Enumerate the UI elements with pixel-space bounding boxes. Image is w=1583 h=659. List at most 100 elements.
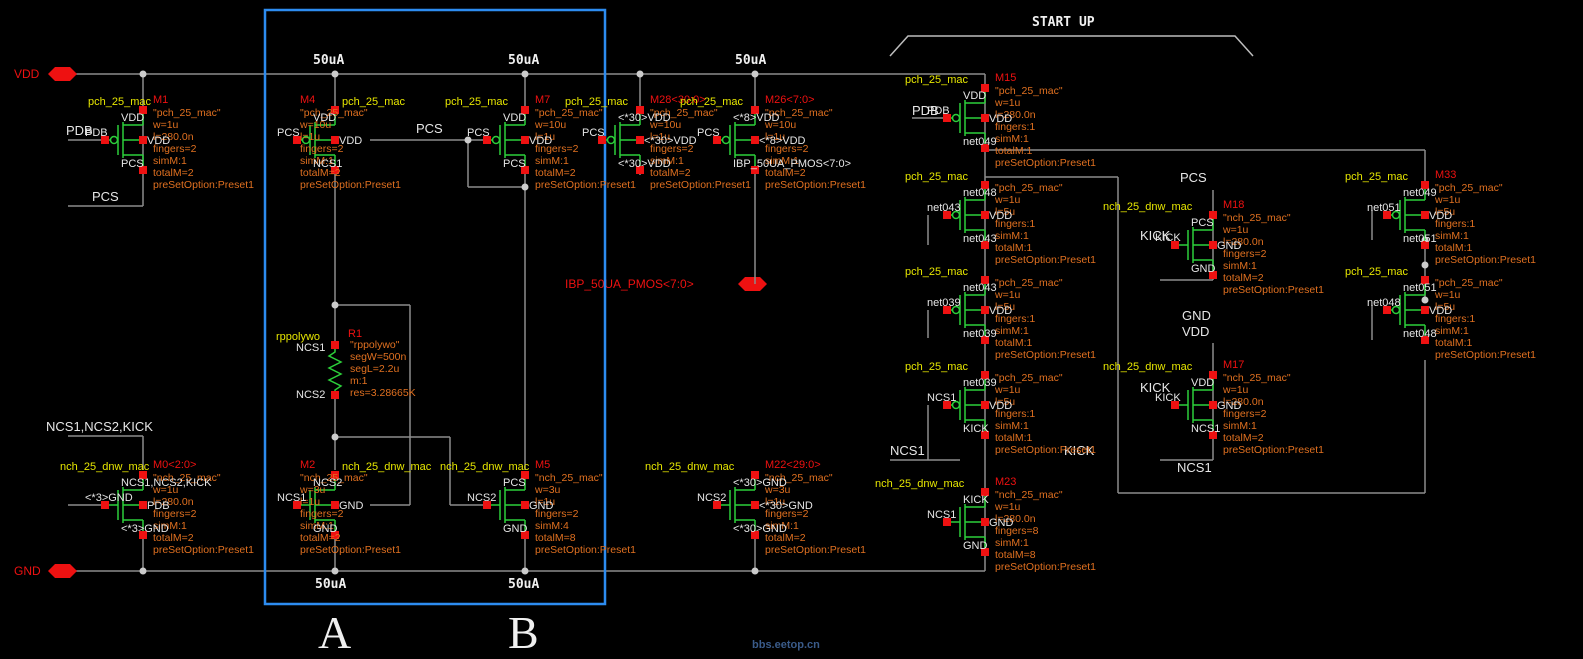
- m0-p1: w=1u: [152, 484, 179, 496]
- m18-cell: "nch_25_mac": [1223, 212, 1291, 224]
- m1-name: M1: [153, 94, 168, 106]
- m51-p5: totalM:1: [1435, 337, 1473, 349]
- selection-box[interactable]: [263, 8, 607, 606]
- m26-p5: totalM=2: [765, 167, 806, 179]
- m15-model: pch_25_mac: [905, 74, 968, 86]
- m23-pin-b: GND: [989, 517, 1014, 529]
- m18-p2: l=280.0n: [1223, 236, 1264, 248]
- transistor-m28-icon[interactable]: [598, 106, 644, 174]
- label-a: A: [318, 607, 351, 658]
- transistor-m15-icon[interactable]: [943, 84, 989, 152]
- m48-p1: w=1u: [994, 194, 1021, 206]
- transistor-m48-icon[interactable]: [943, 181, 989, 249]
- m17-p5: totalM=2: [1223, 432, 1264, 444]
- m5-p2: l=1u: [535, 496, 555, 508]
- transistor-m17-icon[interactable]: [1171, 371, 1217, 439]
- net-kick-1: KICK: [1140, 228, 1171, 243]
- m43-model: pch_25_mac: [905, 266, 968, 278]
- m43-p5: totalM:1: [995, 337, 1033, 349]
- m43-pin-g: net039: [927, 297, 961, 309]
- transistor-m39-icon[interactable]: [943, 371, 989, 439]
- m28-model: pch_25_mac: [565, 96, 628, 108]
- vdd-port-label: VDD: [14, 67, 40, 81]
- device-m2-labels: nch_25_dnw_macM2"nch_25_mac"w=3ul=1ufing…: [277, 459, 432, 556]
- transistor-m43-icon[interactable]: [943, 276, 989, 344]
- m18-pin-d: PCS: [1191, 217, 1214, 229]
- m33-p2: l=5u: [1435, 206, 1455, 218]
- m23-model: nch_25_dnw_mac: [875, 478, 965, 490]
- transistor-m4-icon[interactable]: [293, 106, 339, 174]
- transistor-m2-icon[interactable]: [293, 471, 339, 539]
- transistor-m33-icon[interactable]: [1383, 181, 1429, 249]
- m26-pin-d: <*8>VDD: [733, 112, 780, 124]
- m17-p2: l=280.0n: [1223, 396, 1264, 408]
- m2-p3: fingers=2: [300, 508, 344, 520]
- m17-pin-g: KICK: [1155, 392, 1181, 404]
- m5-pin-g: NCS2: [467, 492, 496, 504]
- m22-pin-b: <*30>GND: [759, 500, 813, 512]
- m17-p4: simM:1: [1223, 420, 1257, 432]
- m23-p3: fingers=8: [995, 525, 1039, 537]
- transistor-m18-icon[interactable]: [1171, 211, 1217, 279]
- transistor-m1-icon[interactable]: [101, 106, 147, 174]
- resistor-r1-icon[interactable]: [327, 345, 343, 395]
- m2-p6: preSetOption:Preset1: [300, 544, 401, 556]
- m7-pin-d: VDD: [503, 112, 526, 124]
- m1-p3: fingers=2: [153, 143, 197, 155]
- m15-pin-b: VDD: [989, 113, 1012, 125]
- transistor-m23-icon[interactable]: [943, 488, 989, 556]
- transistor-m51-icon[interactable]: [1383, 276, 1429, 344]
- m51-pin-g: net048: [1367, 297, 1401, 309]
- m2-p4: simM:1: [300, 520, 334, 532]
- m43-pin-d: net043: [963, 282, 997, 294]
- device-m51-labels: pch_25_mac"pch_25_mac"w=1ul=5ufingers:1s…: [1345, 266, 1536, 361]
- device-m4-labels: pch_25_macM4"pch_25_mac"w=10ul=1ufingers…: [277, 94, 405, 191]
- device-m39-labels: pch_25_mac"pch_25_mac"w=1ul=5ufingers:1s…: [905, 361, 1096, 456]
- current-label-m7: 50uA: [508, 53, 539, 68]
- transistor-m7-icon[interactable]: [483, 106, 529, 174]
- r1-p4: res=3.28665K: [350, 387, 416, 399]
- net-ncs1-left: NCS1: [890, 443, 925, 458]
- ibp-port-icon[interactable]: [738, 277, 767, 291]
- m48-p2: l=5u: [995, 206, 1015, 218]
- m48-pin-b: VDD: [989, 210, 1012, 222]
- gnd-port-icon[interactable]: [48, 564, 77, 578]
- m33-cell: "pch_25_mac": [1435, 182, 1503, 194]
- transistor-m5-icon[interactable]: [483, 471, 529, 539]
- vdd-port-icon[interactable]: [48, 67, 77, 81]
- m1-model: pch_25_mac: [88, 96, 151, 108]
- m15-p5: totalM:1: [995, 145, 1033, 157]
- m22-p5: totalM=2: [765, 532, 806, 544]
- m26-p4: simM:1: [765, 155, 799, 167]
- transistor-m22-icon[interactable]: [713, 471, 759, 539]
- m23-p6: preSetOption:Preset1: [995, 561, 1096, 573]
- m26-pin-s: IBP_50UA_PMOS<7:0>: [733, 158, 851, 170]
- m39-p1: w=1u: [994, 384, 1021, 396]
- r1-p1: segW=500n: [350, 351, 406, 363]
- m17-p6: preSetOption:Preset1: [1223, 444, 1324, 456]
- m17-pin-s: NCS1: [1191, 423, 1220, 435]
- r1-model: rppolywo: [276, 331, 320, 343]
- m22-p3: fingers=2: [765, 508, 809, 520]
- m5-model: nch_25_dnw_mac: [440, 461, 530, 473]
- m33-pin-g: net051: [1367, 202, 1401, 214]
- m48-pin-d: net048: [963, 187, 997, 199]
- m39-p5: totalM:1: [995, 432, 1033, 444]
- m7-cell: "pch_25_mac": [535, 107, 603, 119]
- r1-pin-bottom: [331, 391, 339, 399]
- r1-pin-top: [331, 341, 339, 349]
- transistor-m0-icon[interactable]: [101, 471, 147, 539]
- m5-name: M5: [535, 459, 550, 471]
- m15-pin-s: net049: [963, 136, 997, 148]
- m26-p3: fingers=2: [765, 143, 809, 155]
- transistor-m26-icon[interactable]: [713, 106, 759, 174]
- m51-cell: "pch_25_mac": [1435, 277, 1503, 289]
- m7-p5: totalM=2: [535, 167, 576, 179]
- m51-pin-b: VDD: [1429, 305, 1452, 317]
